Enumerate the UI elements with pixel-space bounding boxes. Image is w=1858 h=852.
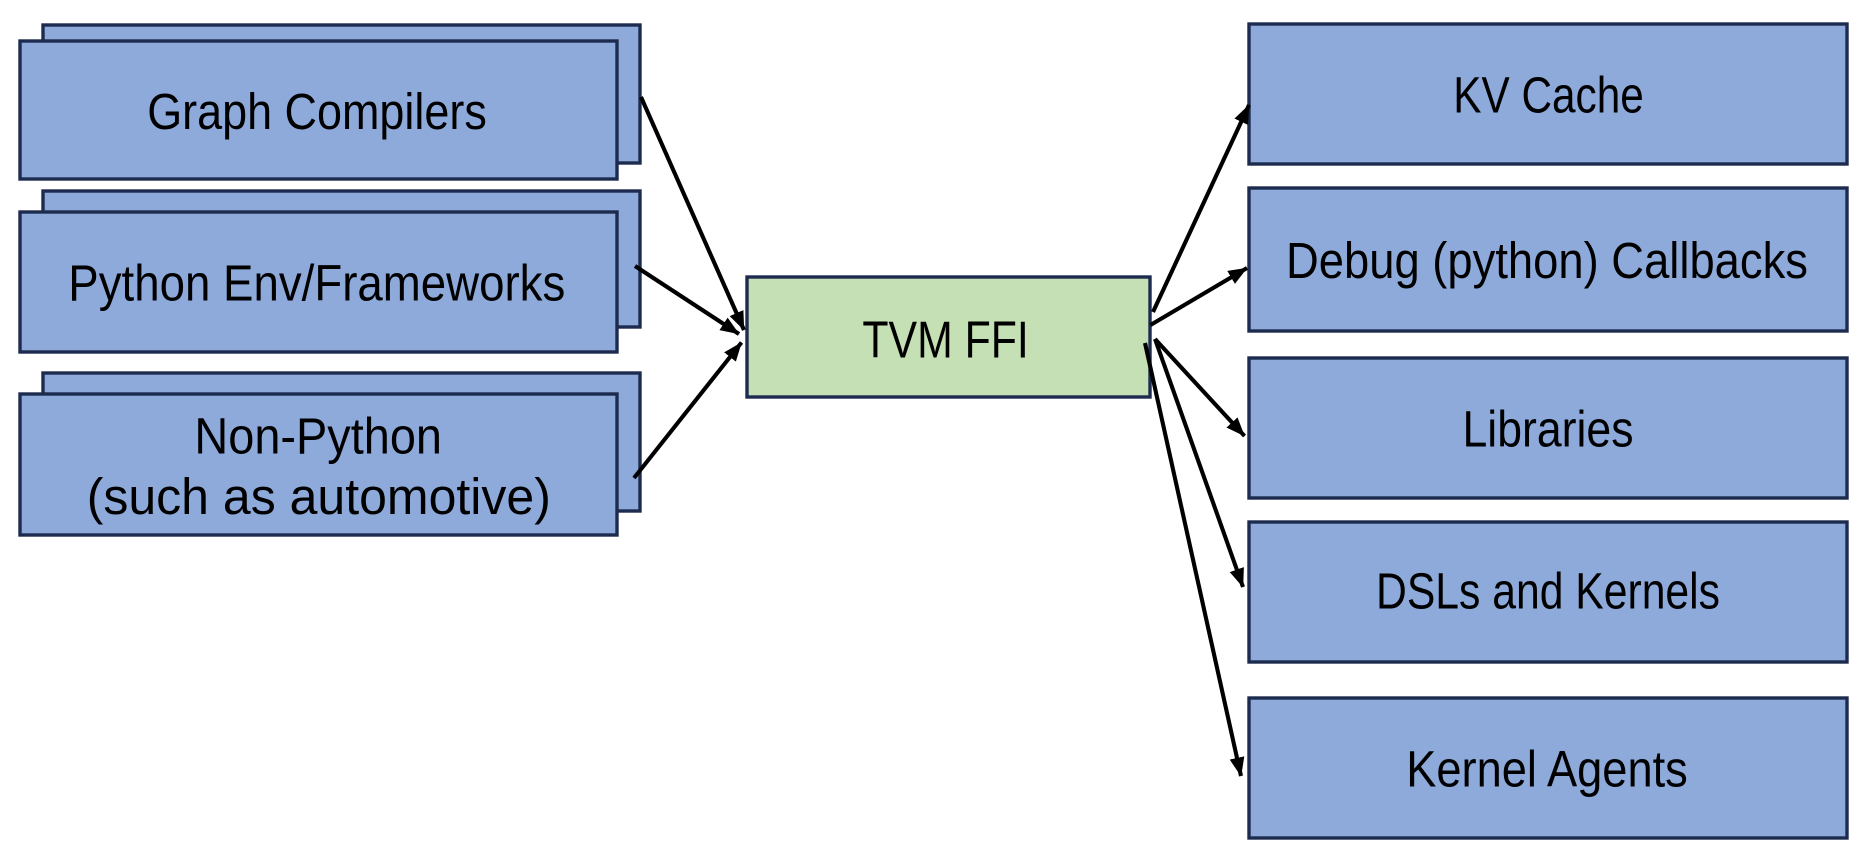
svg-text:KV Cache: KV Cache [1453,66,1644,123]
svg-text:Python Env/Frameworks: Python Env/Frameworks [68,254,565,311]
svg-text:(such as automotive): (such as automotive) [87,468,551,525]
svg-text:Kernel Agents: Kernel Agents [1406,741,1688,798]
svg-text:Libraries: Libraries [1463,401,1634,458]
svg-text:TVM FFI: TVM FFI [862,311,1028,369]
svg-text:Graph Compilers: Graph Compilers [147,83,487,140]
svg-text:Debug (python) Callbacks: Debug (python) Callbacks [1286,232,1808,289]
svg-text:DSLs and Kernels: DSLs and Kernels [1376,563,1720,620]
svg-text:Non-Python: Non-Python [194,408,442,465]
